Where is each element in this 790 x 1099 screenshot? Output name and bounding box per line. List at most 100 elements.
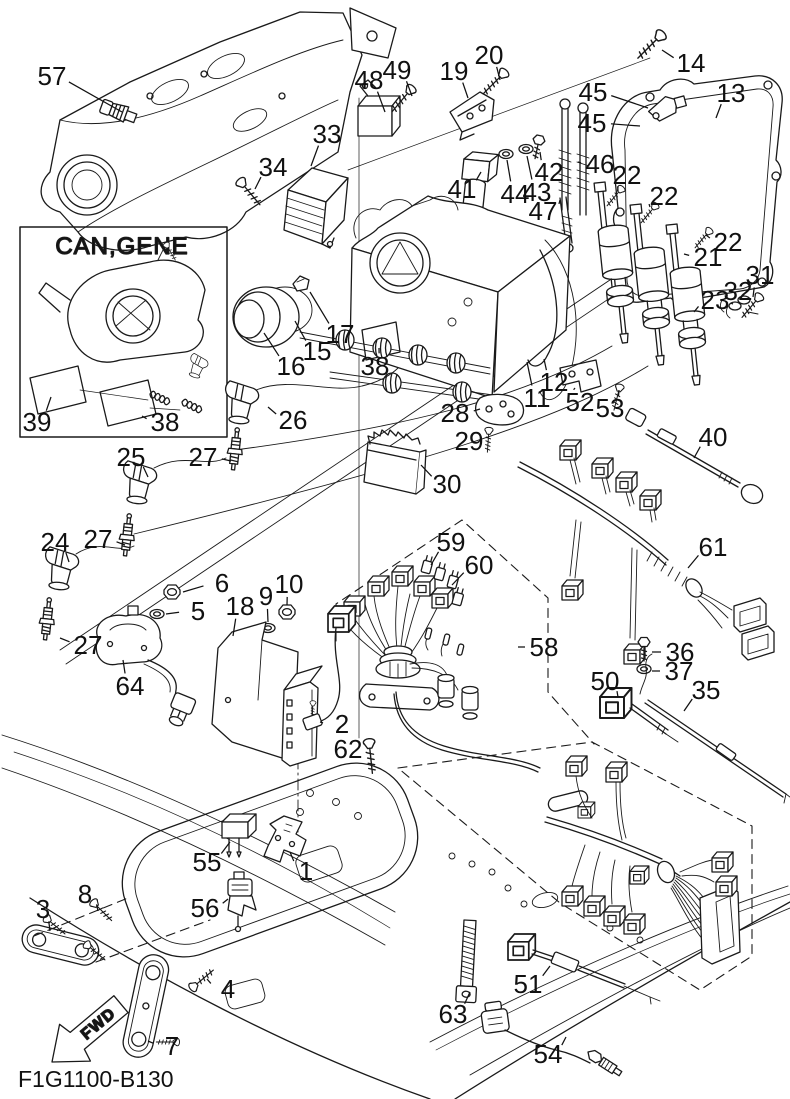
- leader-43: [526, 155, 533, 180]
- spark-plug-27: [36, 596, 58, 642]
- sender-64: [95, 605, 197, 727]
- callout-22: 22: [714, 227, 743, 257]
- callout-47: 47: [529, 196, 558, 226]
- callout-10: 10: [275, 569, 304, 599]
- leader-29: [485, 436, 488, 439]
- leader-4: [206, 978, 212, 984]
- leader-59: [430, 551, 440, 566]
- callout-59: 59: [437, 527, 466, 557]
- leader-30: [420, 464, 433, 477]
- leader-17: [309, 291, 330, 324]
- callout-22: 22: [613, 160, 642, 190]
- callout-55: 55: [193, 847, 222, 877]
- leader-39: [45, 396, 52, 411]
- callout-18: 18: [226, 591, 255, 621]
- washer-37: [636, 663, 652, 675]
- leader-40: [693, 446, 701, 459]
- sensor-55: [221, 813, 257, 858]
- fuse-box-30: [363, 429, 427, 495]
- callout-33: 33: [313, 119, 342, 149]
- callout-30: 30: [433, 469, 462, 499]
- bracket-19: [449, 91, 495, 141]
- cable-tie-63: [455, 919, 478, 1004]
- callout-53: 53: [596, 393, 625, 423]
- leader-44: [506, 159, 512, 182]
- callout-17: 17: [326, 319, 355, 349]
- leader-12: [543, 358, 548, 371]
- washer-43: [518, 143, 534, 155]
- callout-56: 56: [191, 893, 220, 923]
- bracket-1: [263, 815, 307, 863]
- leader-54: [561, 1036, 567, 1046]
- leader-18: [232, 618, 237, 637]
- leader-45: [610, 123, 641, 127]
- callout-37: 37: [665, 656, 694, 686]
- callout-50: 50: [591, 666, 620, 696]
- screw-14: [632, 27, 669, 64]
- engine-block-drawing: [299, 195, 577, 403]
- callout-29: 29: [455, 426, 484, 456]
- leader-55: [220, 841, 231, 854]
- leader-33: [310, 145, 320, 167]
- inset-box: [19, 226, 228, 438]
- callout-42: 42: [535, 157, 564, 187]
- callout-3: 3: [36, 894, 50, 924]
- callout-6: 6: [215, 568, 229, 598]
- main-harness-58: [302, 554, 541, 773]
- callout-39: 39: [23, 407, 52, 437]
- leader-53: [617, 389, 620, 397]
- plate-28: [474, 393, 525, 426]
- callout-44: 44: [501, 179, 530, 209]
- callout-41: 41: [448, 174, 477, 204]
- leader-34: [254, 176, 262, 190]
- sensor-51: [507, 933, 661, 1005]
- callout-14: 14: [677, 48, 706, 78]
- leader-22: [648, 203, 651, 208]
- leader-14: [661, 49, 675, 59]
- sensor-54: [480, 1000, 623, 1077]
- bottom-harness: [544, 755, 741, 965]
- leader-27: [116, 541, 126, 546]
- callout-31: 31: [746, 260, 775, 290]
- generator-drawing: [29, 240, 211, 427]
- callout-4: 4: [221, 974, 235, 1004]
- leader-22: [705, 234, 711, 239]
- cover-16-15-17: [232, 275, 313, 348]
- callout-28: 28: [441, 398, 470, 428]
- leader-27: [221, 458, 232, 462]
- leader-46: [577, 161, 582, 164]
- leader-7: [147, 1040, 154, 1044]
- plug-wires: [133, 345, 649, 535]
- leader-3: [48, 921, 51, 932]
- callout-24: 24: [41, 527, 70, 557]
- joint-45: [647, 95, 688, 122]
- callout-51: 51: [514, 969, 543, 999]
- callout-27: 27: [74, 630, 103, 660]
- callout-45: 45: [579, 77, 608, 107]
- callout-36: 36: [666, 637, 695, 667]
- leader-49: [405, 81, 413, 97]
- callout-26: 26: [279, 405, 308, 435]
- pin-8: [87, 896, 116, 925]
- callout-27: 27: [84, 524, 113, 554]
- callout-23: 23: [701, 285, 730, 315]
- screw-20: [478, 65, 512, 99]
- callout-52: 52: [566, 387, 595, 417]
- washer-44: [498, 148, 514, 160]
- leader-32: [730, 302, 734, 305]
- cable-40: [625, 407, 764, 505]
- leader-24: [65, 552, 70, 563]
- callout-35: 35: [692, 675, 721, 705]
- leader-23: [693, 306, 699, 313]
- leader-13: [715, 103, 722, 119]
- leader-11: [526, 361, 533, 386]
- callout-7: 7: [165, 1031, 179, 1061]
- callout-63: 63: [439, 999, 468, 1029]
- callout-22: 22: [650, 181, 679, 211]
- ecu-bracket-18: [211, 621, 323, 767]
- callout-40: 40: [699, 422, 728, 452]
- leader-19: [462, 82, 469, 99]
